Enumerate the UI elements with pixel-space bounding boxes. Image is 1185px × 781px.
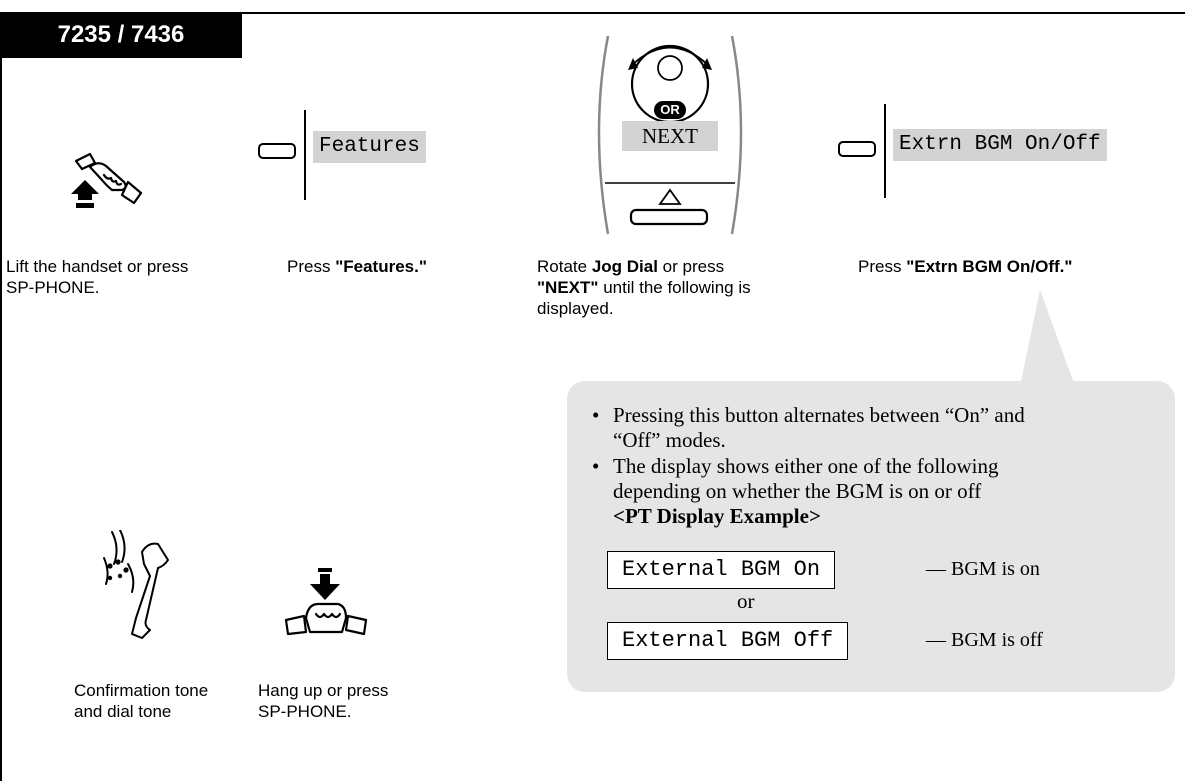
frame-left-rule xyxy=(0,12,2,781)
note-bullet-2: The display shows either one of the foll… xyxy=(613,454,999,528)
extrn-bgm-softkey[interactable] xyxy=(838,141,876,157)
note-bullet-1: Pressing this button alternates between … xyxy=(613,403,1025,452)
confirmation-tone-handset-icon xyxy=(103,530,169,639)
model-tab: 7235 / 7436 xyxy=(0,12,242,58)
display-edge-line xyxy=(884,104,886,198)
label-bgm-off: — BGM is off xyxy=(926,629,1043,651)
label-bgm-on: — BGM is on xyxy=(926,558,1040,580)
step-features-caption: Press "Features." xyxy=(287,257,427,276)
display-edge-line xyxy=(304,110,306,200)
display-example-off: External BGM Off xyxy=(607,622,849,660)
extrn-bgm-display: Extrn BGM On/Off xyxy=(893,129,1107,161)
frame-top-rule xyxy=(0,12,1185,14)
step-jog-caption: Rotate Jog Dial or press "NEXT" until th… xyxy=(537,257,751,318)
or-text: or xyxy=(737,589,755,613)
features-display: Features xyxy=(313,131,426,163)
handset-lift-icon xyxy=(71,152,143,208)
bullet: • xyxy=(592,454,600,478)
features-softkey[interactable] xyxy=(258,143,296,159)
display-example-on: External BGM On xyxy=(607,551,836,589)
step-lift-caption: Lift the handset or press SP-PHONE. xyxy=(6,257,189,297)
hang-up-icon xyxy=(284,568,368,636)
or-badge: OR xyxy=(654,101,686,119)
next-display[interactable]: NEXT xyxy=(622,121,718,151)
callout-pointer xyxy=(1020,290,1075,386)
step-extrn-caption: Press "Extrn BGM On/Off." xyxy=(858,257,1073,276)
bullet: • xyxy=(592,403,600,427)
